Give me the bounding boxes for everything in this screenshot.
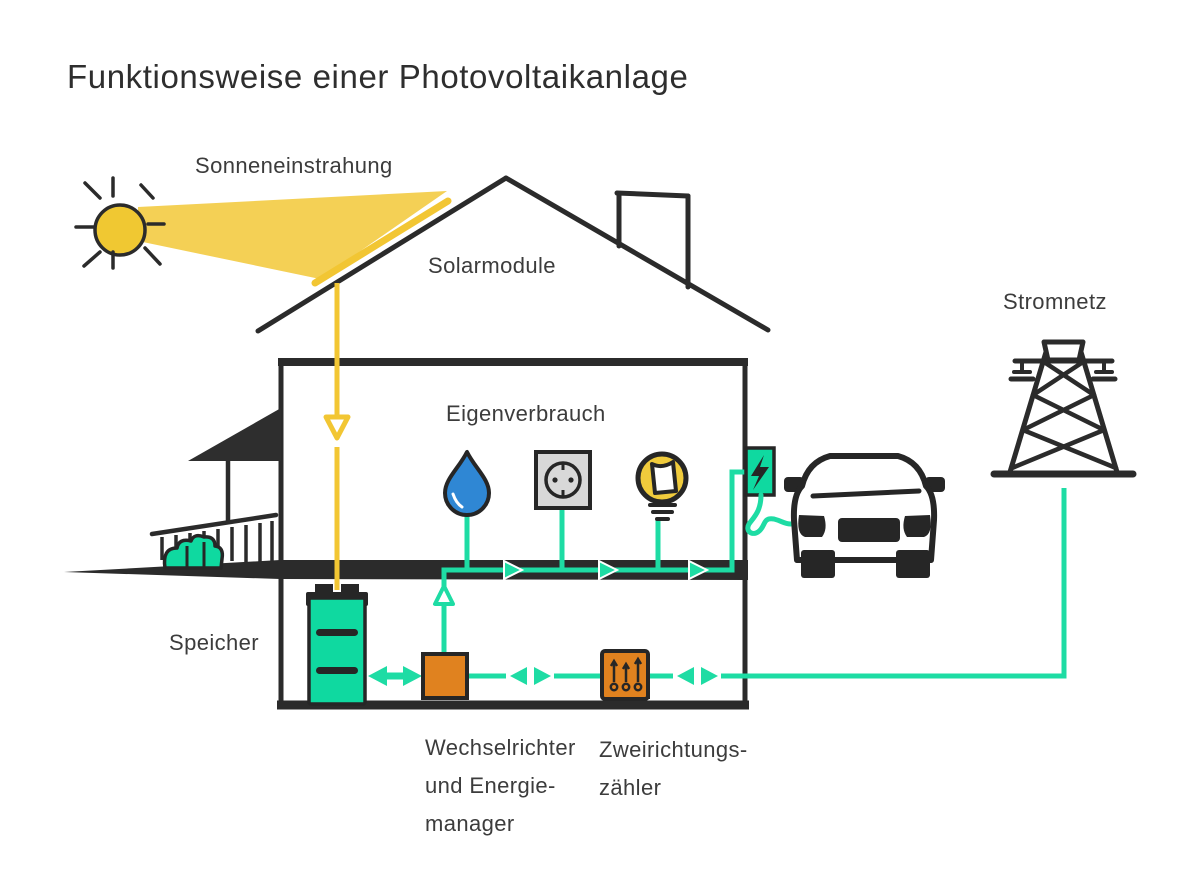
car-icon (784, 453, 945, 578)
solar-panel-icon (311, 197, 452, 287)
inverter-icon (421, 652, 469, 700)
label-wechselrichter-line1: Wechselrichter (425, 735, 576, 760)
label-zweirichtungszaehler-line2: zähler (599, 775, 662, 800)
label-zweirichtungszaehler: Zweirichtungs- zähler (599, 731, 748, 807)
bush-icon (162, 533, 225, 570)
charging-cable (745, 492, 794, 536)
label-wechselrichter-line3: manager (425, 811, 515, 836)
porch (149, 408, 281, 570)
ev-charger-icon (744, 446, 794, 536)
bidirectional-arrows-1 (506, 665, 554, 687)
label-sonneneinstrahlung: Sonneneinstrahung (195, 153, 393, 178)
label-zweirichtungszaehler-line1: Zweirichtungs- (599, 737, 748, 762)
power-outlet-icon (534, 450, 592, 510)
consumption-flow-arrows (433, 559, 710, 606)
solar-energy-flow-line (323, 283, 351, 590)
label-solarmodule: Solarmodule (428, 253, 556, 278)
grid-flow-line (467, 488, 1067, 679)
sunbeam-shape (138, 191, 447, 279)
diagram-title: Funktionsweise einer Photovoltaikanlage (67, 58, 689, 95)
sun-icon (74, 176, 166, 270)
light-bulb-icon (635, 451, 689, 521)
label-wechselrichter-line2: und Energie- (425, 773, 556, 798)
power-pylon-icon (990, 339, 1137, 478)
water-drop-icon (443, 450, 491, 517)
bidirectional-arrows-2 (673, 665, 721, 687)
label-speicher: Speicher (169, 630, 260, 655)
label-wechselrichter: Wechselrichter und Energie- manager (425, 729, 576, 843)
battery-storage-icon (306, 584, 368, 706)
battery-inverter-arrow (368, 666, 422, 686)
bidirectional-meter-icon (600, 649, 650, 701)
label-eigenverbrauch: Eigenverbrauch (446, 401, 606, 426)
ground-line (64, 560, 748, 580)
label-stromnetz: Stromnetz (1003, 289, 1107, 314)
house-roof (255, 175, 771, 334)
